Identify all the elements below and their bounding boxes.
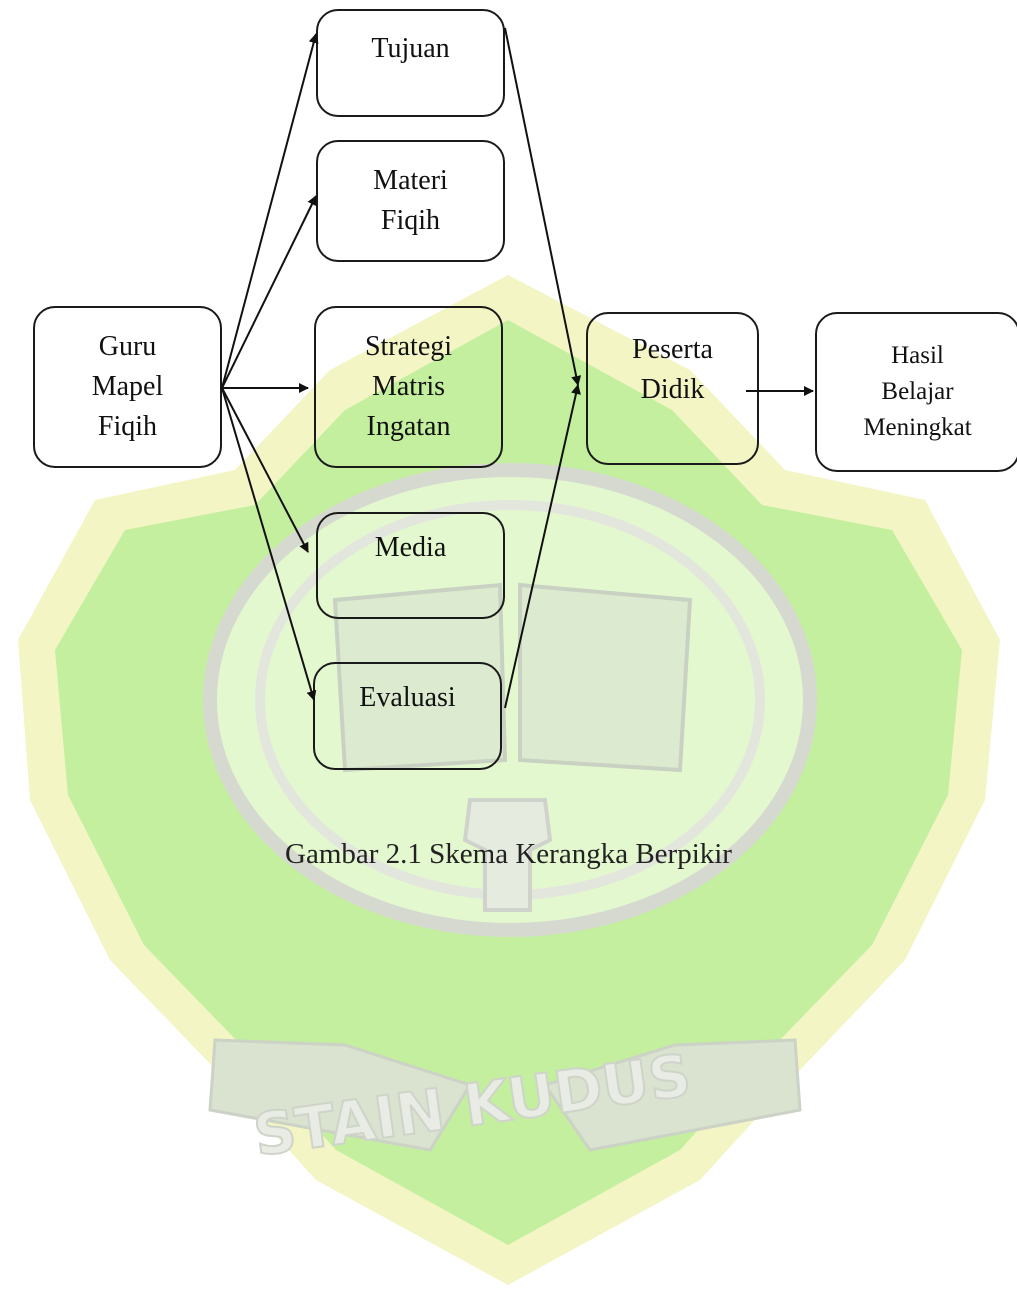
node-strategi-matris-ingatan: Strategi Matris Ingatan: [314, 306, 503, 468]
edge-guru-to-tujuan: [221, 33, 319, 389]
node-evaluasi: Evaluasi: [313, 662, 502, 770]
seal-inner-ring: [203, 463, 817, 937]
edge-guru-to-evaluasi: [221, 387, 317, 701]
node-peserta-label: Peserta Didik: [632, 334, 713, 405]
node-evaluasi-label: Evaluasi: [359, 682, 456, 713]
node-media-label: Media: [374, 532, 447, 563]
edge-tujuan-to-peserta: [504, 27, 582, 386]
node-guru-mapel-fiqih: Guru Mapel Fiqih: [33, 306, 222, 468]
edge-guru-to-materi: [221, 195, 317, 389]
figure-caption: Gambar 2.1 Skema Kerangka Berpikir: [285, 838, 732, 870]
node-guru-label: Guru Mapel Fiqih: [91, 331, 164, 442]
node-tujuan: Tujuan: [316, 9, 505, 117]
node-media: Media: [316, 512, 505, 619]
node-hasil-label: Hasil Belajar Meningkat: [863, 342, 972, 441]
node-materi-fiqih: Materi Fiqih: [316, 140, 505, 262]
book-icon: [332, 582, 693, 773]
node-peserta-didik: Peserta Didik: [586, 312, 759, 465]
node-hasil-belajar-meningkat: Hasil Belajar Meningkat: [815, 312, 1017, 472]
ribbon-left: [208, 1038, 473, 1152]
tower-icon: [462, 798, 553, 912]
edge-evaluasi-to-peserta: [504, 384, 581, 709]
node-tujuan-label: Tujuan: [371, 33, 450, 64]
node-strategi-label: Strategi Matris Ingatan: [364, 331, 453, 442]
ribbon-right: [542, 1038, 802, 1152]
node-materi-label: Materi Fiqih: [373, 165, 448, 236]
edge-guru-to-media: [221, 387, 309, 553]
